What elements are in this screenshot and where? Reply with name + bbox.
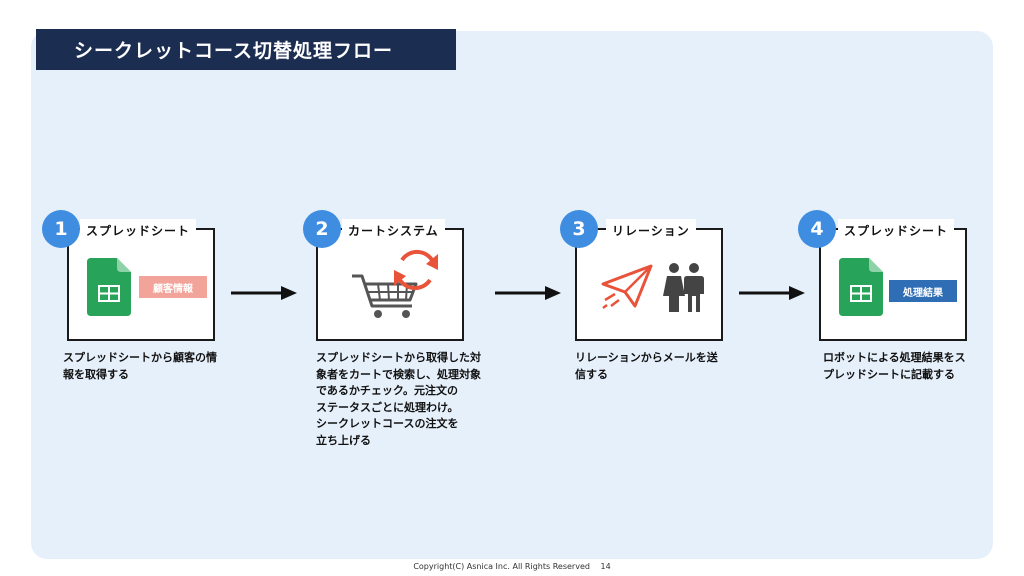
step-4-number: 4 — [798, 210, 836, 248]
step-1-number: 1 — [42, 210, 80, 248]
arrow-right-icon — [231, 286, 297, 300]
step-4-card: 処理結果 — [819, 228, 967, 341]
step-3-card — [575, 228, 723, 341]
footer: Copyright(C) Asnica Inc. All Rights Rese… — [0, 562, 1024, 571]
google-sheets-icon — [87, 258, 131, 316]
result-tag: 処理結果 — [889, 280, 957, 302]
step-2-card — [316, 228, 464, 341]
customer-info-tag: 顧客情報 — [139, 276, 207, 298]
arrow-right-icon — [495, 286, 561, 300]
refresh-icon — [394, 249, 438, 291]
page-title: シークレットコース切替処理フロー — [74, 40, 394, 62]
paper-plane-icon — [601, 264, 653, 309]
step-2-description: スプレッドシートから取得した対 象者をカートで検索し、処理対象 であるかチェック… — [316, 351, 481, 447]
page-number: 14 — [600, 562, 611, 571]
step-3-description: リレーションからメールを送 信する — [575, 351, 718, 381]
arrow-right-icon — [739, 286, 805, 300]
shopping-cart-icon — [352, 274, 418, 318]
copyright-text: Copyright(C) Asnica Inc. All Rights Rese… — [413, 562, 590, 571]
step-1-label: スプレッドシート — [80, 219, 197, 241]
google-sheets-icon — [839, 258, 883, 316]
step-1-card: 顧客情報 — [67, 228, 215, 341]
step-1-description: スプレッドシートから顧客の情 報を取得する — [63, 351, 217, 381]
people-icon — [663, 263, 704, 312]
step-3-number: 3 — [560, 210, 598, 248]
step-4-description: ロボットによる処理結果をス プレッドシートに記載する — [823, 351, 966, 381]
step-4-label: スプレッドシート — [838, 219, 955, 241]
step-3-label: リレーション — [606, 219, 696, 241]
step-2-label: カートシステム — [342, 219, 445, 241]
page-title-bar: シークレットコース切替処理フロー — [36, 29, 456, 70]
step-2-number: 2 — [303, 210, 341, 248]
